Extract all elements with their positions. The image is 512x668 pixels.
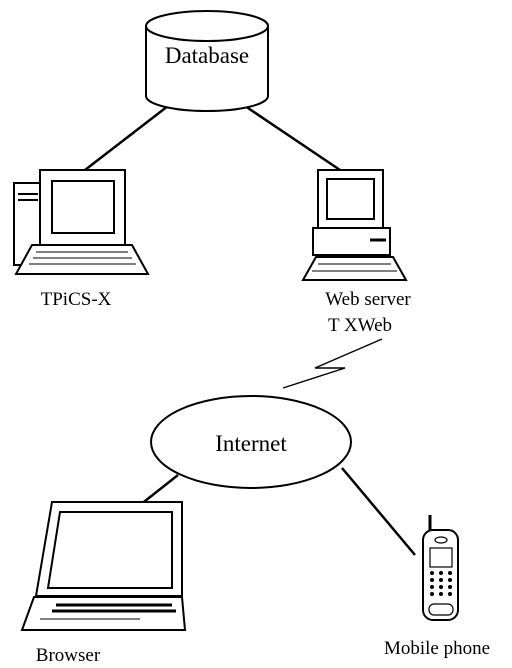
laptop-icon (20, 501, 187, 631)
mobile-phone-label: Mobile phone (384, 638, 490, 659)
cloud-ellipse-icon (150, 395, 352, 489)
edge-internet-mobile-phone (341, 467, 416, 556)
edge-web-server-internet-zigzag (282, 338, 383, 389)
browser-label: Browser (36, 645, 101, 666)
database-cylinder-icon (145, 10, 269, 112)
mobile-phone-icon (422, 515, 459, 621)
edge-database-web-server (244, 104, 341, 172)
desktop-pc-icon (13, 169, 150, 275)
web-server-pc-icon (301, 169, 408, 281)
tpics-x-label: TPiCS-X (41, 289, 112, 310)
edge-database-tpics-x (84, 105, 169, 171)
internet-label: Internet (215, 431, 287, 456)
connection-lines (84, 104, 416, 556)
phone-keypad (430, 571, 452, 596)
web-server-label: Web server (325, 289, 411, 310)
edge-internet-browser (139, 474, 179, 506)
database-label: Database (165, 43, 249, 68)
web-server-sublabel: T XWeb (328, 315, 392, 336)
